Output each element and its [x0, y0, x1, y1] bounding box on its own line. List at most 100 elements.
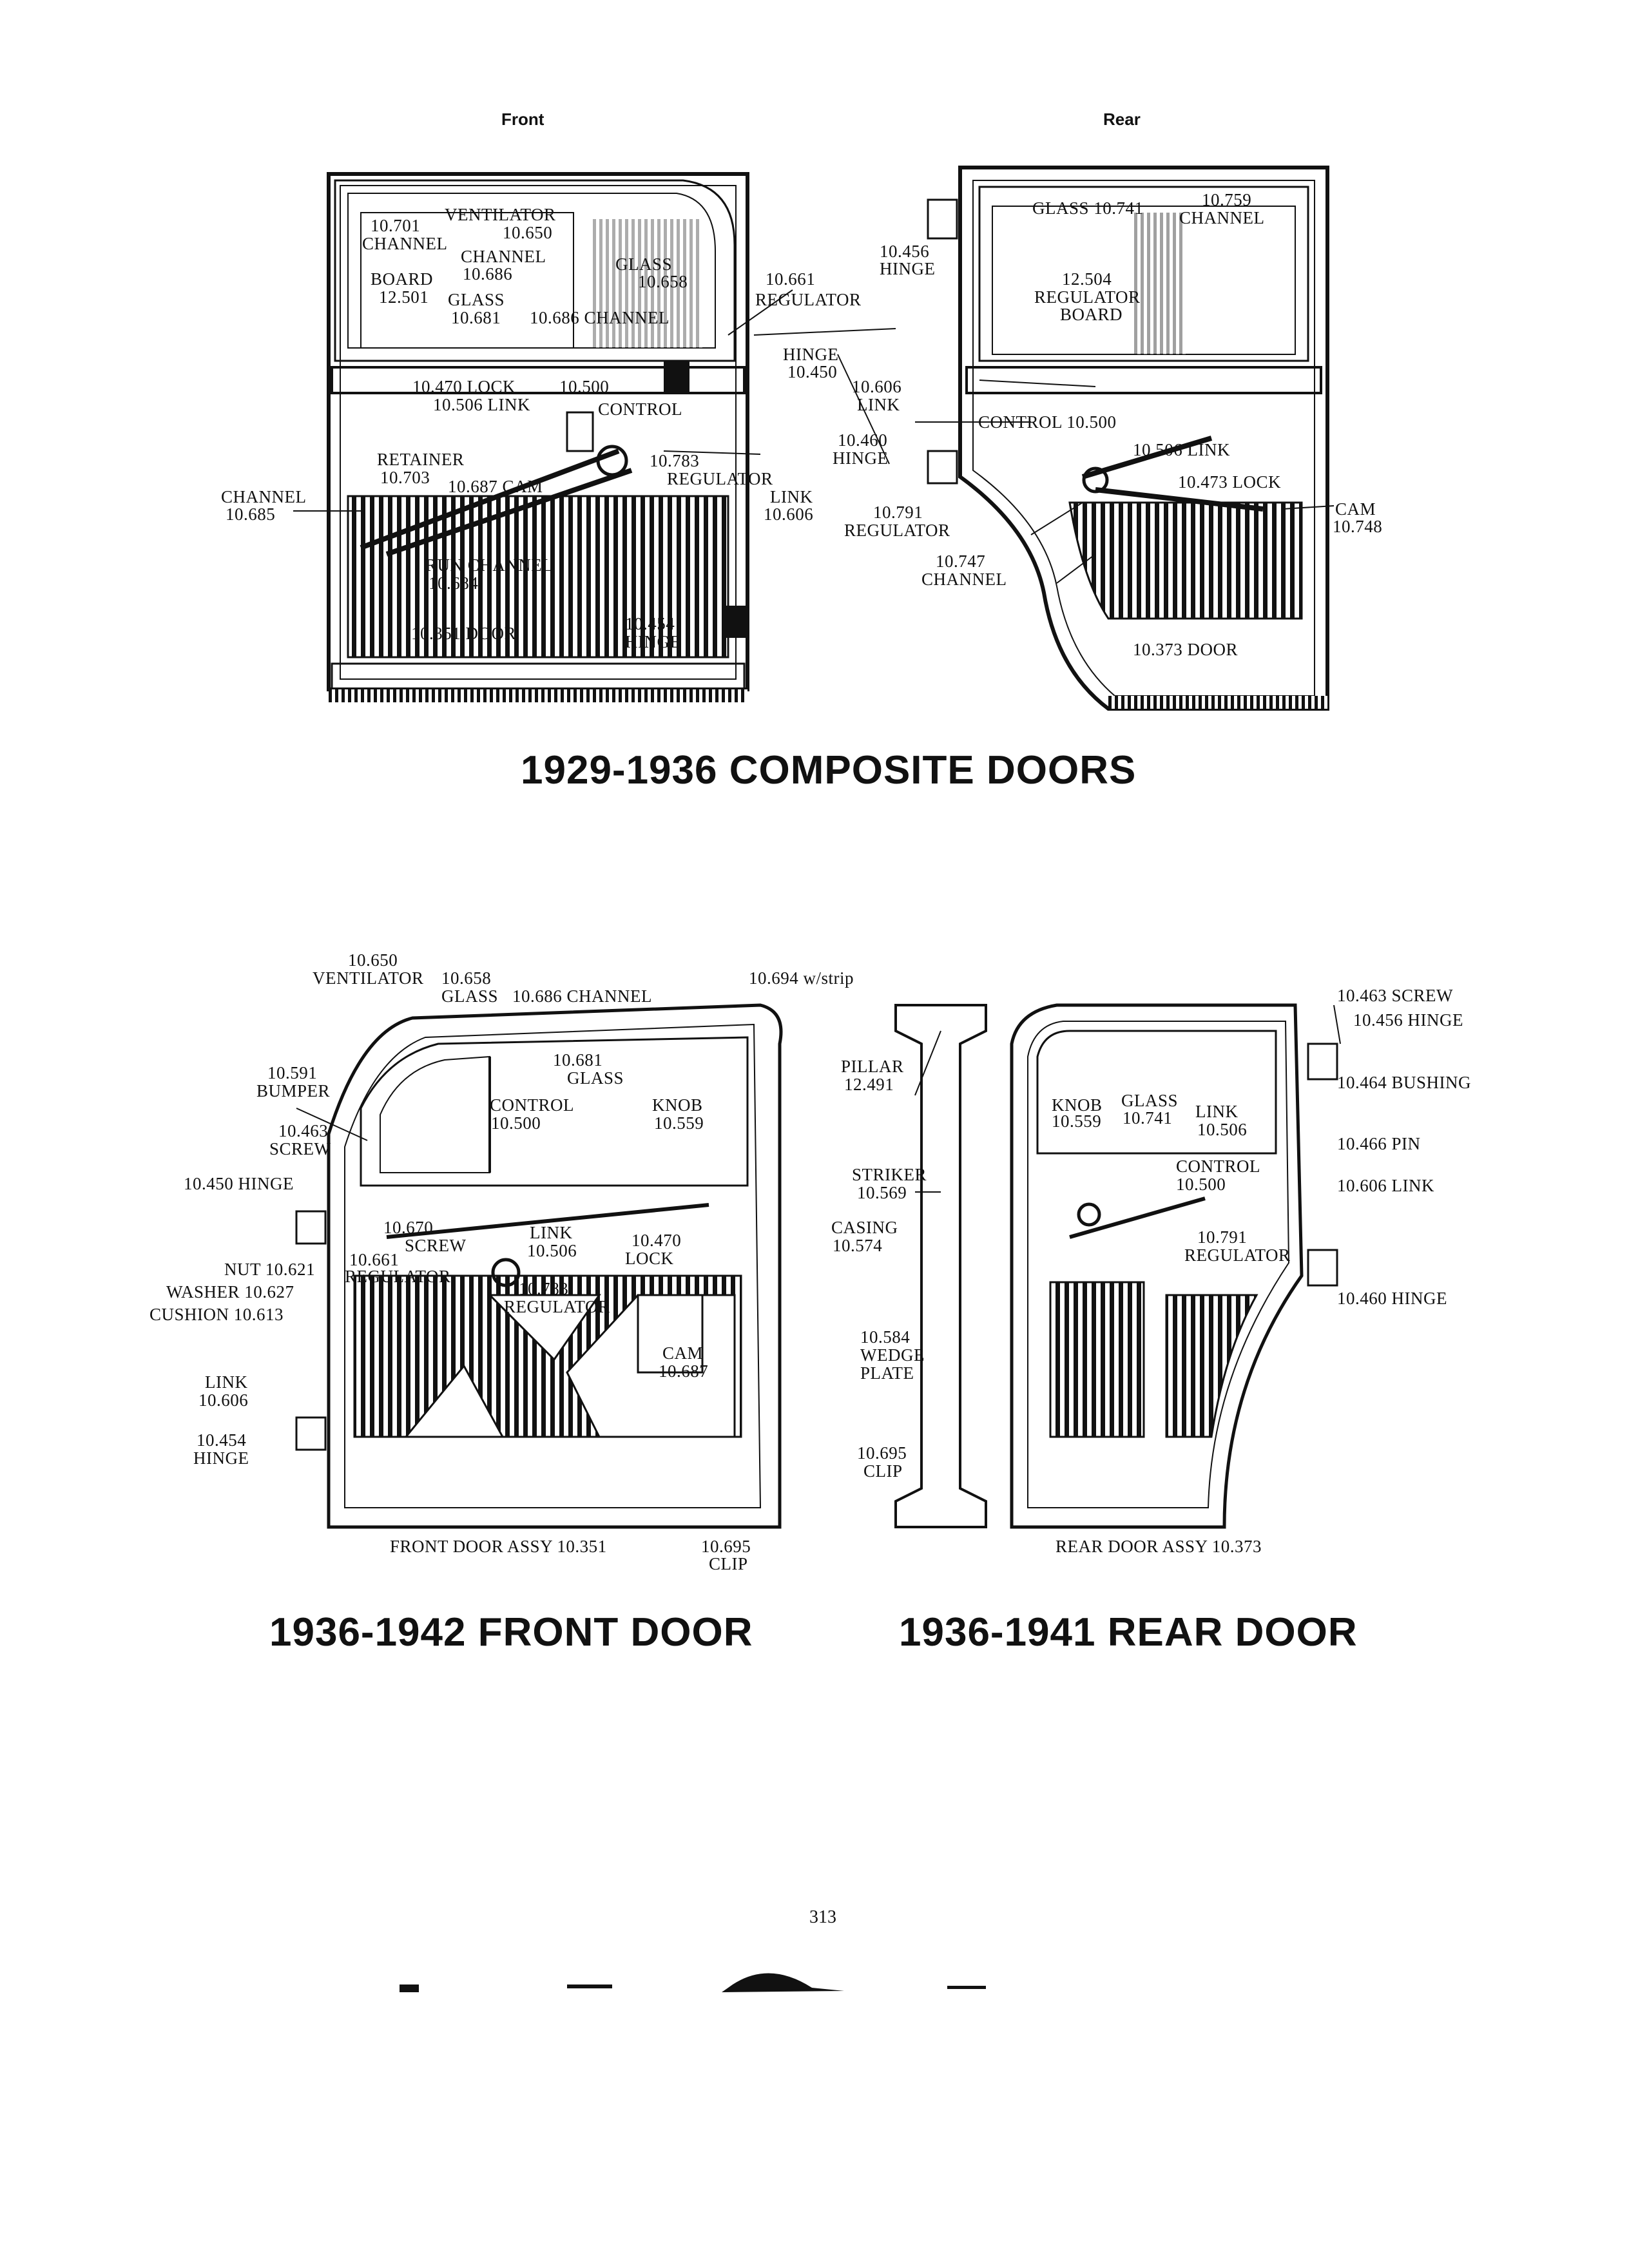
part-label: HINGE — [783, 345, 839, 364]
part-label: CHANNEL — [362, 234, 448, 253]
part-label: REGULATOR — [1184, 1245, 1291, 1265]
part-label: BOARD — [371, 269, 434, 289]
part-label: 10.473 LOCK — [1178, 472, 1281, 492]
part-label: 10.460 — [838, 430, 888, 450]
part-label: HINGE — [833, 448, 889, 468]
part-label: 10.450 HINGE — [184, 1174, 294, 1193]
part-label: 10.506 LINK — [1133, 440, 1230, 459]
part-label: 10.500 — [559, 377, 610, 396]
part-label: 10.606 LINK — [1337, 1176, 1434, 1195]
part-label: 10.741 — [1123, 1108, 1173, 1128]
part-label: GLASS — [1121, 1091, 1179, 1110]
part-label: 10.686 CHANNEL — [512, 986, 652, 1006]
part-label: REGULATOR — [1034, 287, 1141, 307]
part-label: 10.456 — [880, 242, 930, 261]
part-label: 10.685 — [226, 505, 276, 524]
part-label: LINK — [770, 487, 813, 506]
part-label: 10.463 — [278, 1121, 329, 1140]
part-label: LINK — [530, 1223, 573, 1242]
part-label: 10.500 — [491, 1113, 541, 1133]
part-label: 10.650 — [348, 950, 398, 970]
part-label: 10.584 — [860, 1327, 911, 1347]
part-label: CLIP — [709, 1554, 748, 1573]
part-label: 10.574 — [833, 1236, 883, 1255]
part-label: 10.559 — [1052, 1111, 1102, 1131]
part-label: 12.504 — [1062, 269, 1112, 289]
part-label: PILLAR — [841, 1057, 904, 1076]
part-label: HINGE — [193, 1448, 249, 1468]
rear-door-drawing — [894, 1003, 1338, 1529]
part-label: 10.470 LOCK — [412, 377, 516, 396]
part-label: REGULATOR — [755, 290, 862, 309]
part-label: CAM — [1335, 499, 1376, 519]
part-label: 10.506 LINK — [433, 395, 530, 414]
part-label: CUSHION 10.613 — [149, 1305, 284, 1324]
part-label: 10.456 HINGE — [1353, 1010, 1463, 1030]
part-label: CONTROL 10.500 — [978, 412, 1117, 432]
part-label: 10.694 w/strip — [749, 968, 854, 988]
part-label: KNOB — [652, 1095, 703, 1115]
part-label: STRIKER — [852, 1165, 927, 1184]
part-label: NUT 10.621 — [224, 1260, 316, 1279]
part-label: 10.454 — [197, 1430, 247, 1450]
part-label: CHANNEL — [921, 570, 1007, 589]
part-label: SCREW — [405, 1236, 467, 1255]
part-label: LOCK — [625, 1249, 674, 1268]
part-label: RUN CHANNEL — [425, 555, 554, 575]
part-label: 10.783 — [519, 1279, 569, 1298]
part-label: CONTROL — [490, 1095, 574, 1115]
part-label: 10.661 — [766, 269, 816, 289]
part-label: REGULATOR — [844, 521, 950, 540]
part-label: 10.701 — [371, 216, 421, 235]
part-label: PLATE — [860, 1363, 914, 1383]
part-label: LINK — [205, 1372, 248, 1392]
part-label: CASING — [831, 1218, 898, 1237]
part-label: 10.791 — [873, 503, 923, 522]
part-label: 10.470 — [631, 1231, 682, 1250]
part-label: HINGE — [625, 632, 681, 651]
part-label: 10.506 — [1197, 1120, 1248, 1139]
part-label: 10.791 — [1197, 1227, 1248, 1247]
part-label: REGULATOR — [667, 469, 773, 488]
part-label: GLASS — [441, 986, 499, 1006]
part-label: WEDGE — [860, 1345, 925, 1365]
part-label: 10.759 — [1202, 190, 1252, 209]
part-label: 10.373 DOOR — [1133, 640, 1239, 659]
part-label: 10.454 — [625, 614, 675, 633]
leader-lines — [293, 289, 1341, 1193]
part-label: CHANNEL — [461, 247, 546, 266]
part-label: 10.591 — [267, 1063, 318, 1082]
part-label: 10.351 DOOR — [411, 624, 517, 643]
part-label: SCREW — [269, 1139, 331, 1158]
part-label: 12.491 — [844, 1075, 894, 1094]
part-label: 10.783 — [650, 451, 700, 470]
rear-door-title: 1936-1941 REAR DOOR — [899, 1610, 1358, 1655]
part-label: CONTROL — [1176, 1157, 1260, 1176]
part-label: 10.695 — [701, 1537, 751, 1556]
part-label: 10.684 — [429, 573, 479, 593]
front-header: Front — [501, 110, 545, 129]
part-label: GLASS — [567, 1068, 624, 1088]
part-label: VENTILATOR — [313, 968, 424, 988]
part-label: 10.569 — [857, 1183, 907, 1202]
part-label: LINK — [857, 395, 900, 414]
part-label: 10.559 — [654, 1113, 704, 1133]
part-label: 10.687 — [659, 1361, 709, 1381]
part-label: 10.681 — [451, 308, 501, 327]
part-label: GLASS — [448, 290, 505, 309]
part-label: 10.748 — [1333, 517, 1383, 536]
page-number: 313 — [809, 1907, 836, 1927]
part-label: GLASS 10.741 — [1032, 198, 1144, 218]
part-label: 10.606 — [198, 1390, 249, 1410]
part-label: REGULATOR — [504, 1297, 610, 1316]
rear-header: Rear — [1103, 110, 1141, 129]
part-label: 10.606 — [764, 505, 814, 524]
part-label: GLASS — [615, 255, 673, 274]
composite-doors-title: 1929-1936 COMPOSITE DOORS — [521, 748, 1137, 793]
part-label: CONTROL — [598, 399, 682, 419]
part-label: 12.501 — [379, 287, 429, 307]
front-door-drawing — [295, 1003, 783, 1529]
composite-front-door-drawing — [327, 172, 749, 702]
part-label: 10.460 HINGE — [1337, 1289, 1447, 1308]
